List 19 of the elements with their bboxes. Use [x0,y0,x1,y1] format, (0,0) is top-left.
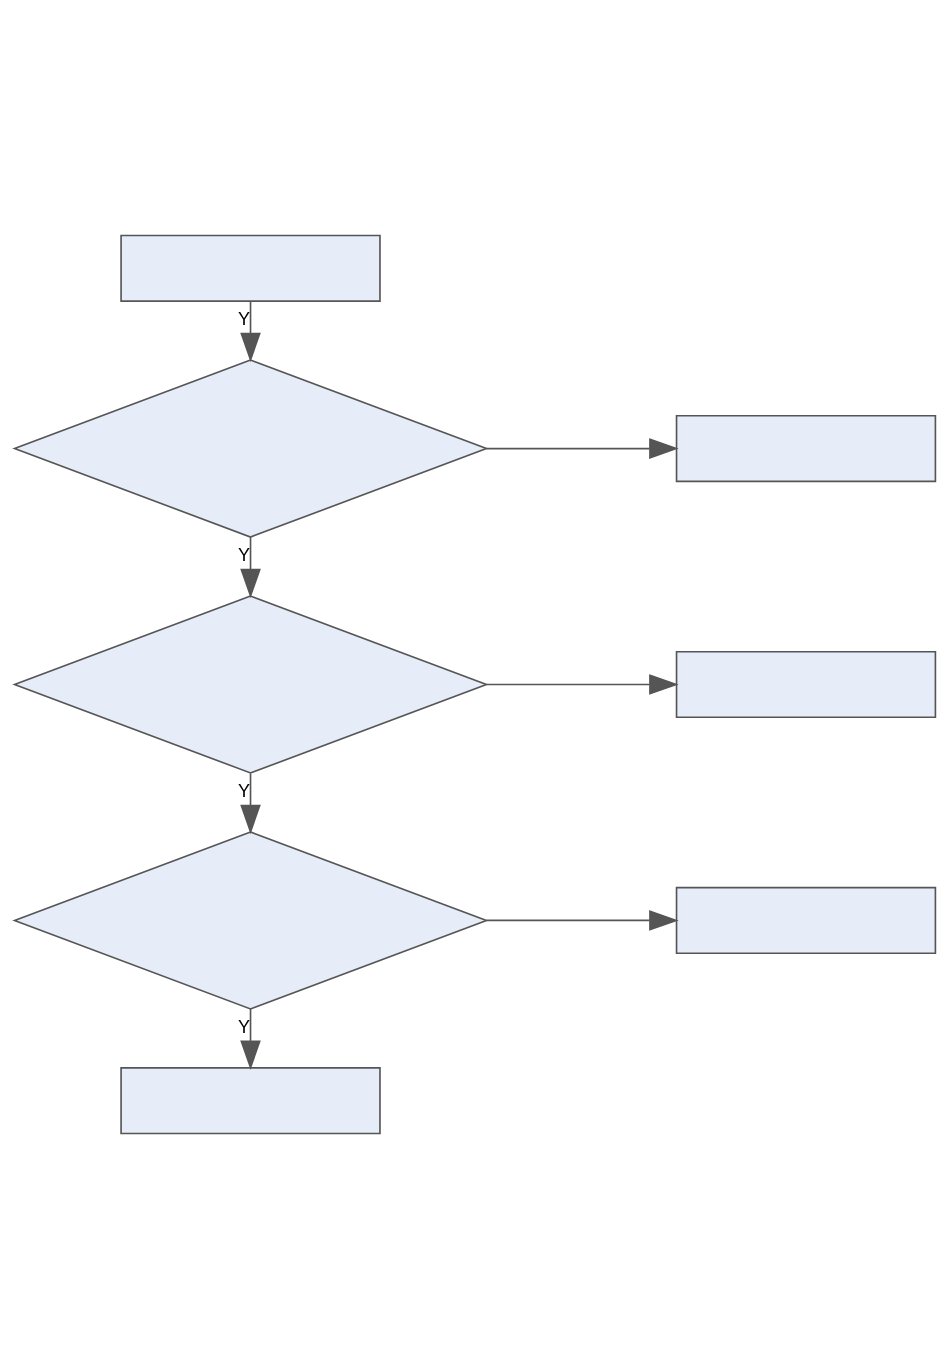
node-box [120,234,381,302]
node-diamond [12,831,489,1010]
arrow [240,1008,261,1071]
edge-label: Y [237,308,250,329]
node-box [675,886,937,955]
edge-label: Y [237,545,250,566]
arrow [485,438,679,459]
node-diamond [12,595,489,774]
node-diamond [12,359,489,538]
node-box [675,650,937,719]
arrow [485,910,679,931]
arrow [240,772,261,835]
arrow [240,536,261,599]
node-box [120,1067,381,1135]
node-box [675,414,937,483]
edge-label: Y [237,1016,250,1037]
arrow [240,300,261,363]
arrow [485,674,679,695]
edge-label: Y [237,781,250,802]
